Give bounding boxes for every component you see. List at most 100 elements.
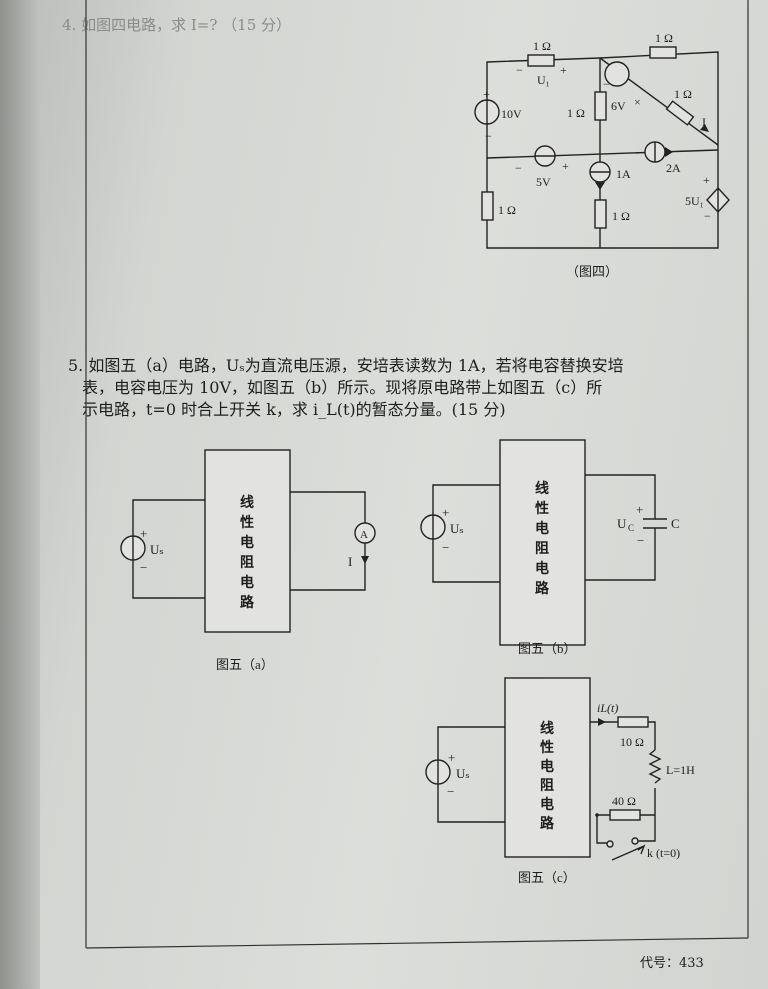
- resistor-top-left: [527, 54, 555, 67]
- label-r-diagonal: 1 Ω: [674, 87, 692, 101]
- label-u1-plus: +: [560, 63, 567, 77]
- box-char: 电: [540, 758, 554, 775]
- inductor-icon: [648, 749, 662, 784]
- label-dependent-minus: −: [704, 209, 711, 223]
- box-char: 性: [240, 514, 254, 531]
- ammeter-icon: [354, 522, 376, 544]
- figure-5a-caption: 图五（a）: [216, 657, 274, 672]
- label-current-i: I: [702, 115, 706, 129]
- label-minus: −: [442, 540, 449, 555]
- question-5-line-3: 示电路，t=0 时合上开关 k，求 i_L(t)的暂态分量。(15 分): [82, 400, 506, 419]
- box-char: 路: [535, 580, 550, 597]
- label-plus: +: [140, 526, 147, 541]
- figure-4-circuit: 1 Ω 1 Ω − U₁ + + 10V − 1 Ω 6V − × 1 Ω I …: [474, 31, 730, 279]
- linear-resistive-network-box: [504, 677, 591, 858]
- label-dependent-source: 5U₁: [685, 194, 704, 208]
- box-char: 线: [535, 480, 549, 497]
- label-r-bottom-left: 1 Ω: [498, 203, 516, 217]
- resistor-diagonal: [665, 100, 695, 126]
- label-5v-plus: +: [562, 159, 569, 173]
- label-10v-plus: +: [483, 87, 490, 101]
- question-5-text-1: 如图五（a）电路，Uₛ为直流电压源，安培表读数为 1A，若将电容替换安培: [88, 356, 624, 375]
- box-char: 电: [535, 520, 549, 537]
- linear-resistive-network-box: [499, 439, 586, 646]
- box-char: 线: [540, 720, 554, 737]
- label-u1: U₁: [537, 73, 550, 87]
- resistor-10-ohm: [617, 716, 649, 728]
- figure-5a-circuit: + Uₛ − A I 线 性 电 阻 电 路 图五（a）: [120, 449, 376, 672]
- linear-resistive-network-box: [204, 449, 291, 633]
- arrow-right-icon: [665, 147, 673, 157]
- label-2a: 2A: [666, 161, 681, 175]
- resistor-bottom-middle: [594, 199, 607, 229]
- box-char: 线: [240, 494, 254, 511]
- arrow-down-icon: [595, 182, 605, 190]
- resistor-40-ohm: [609, 809, 641, 821]
- node-dot: [595, 813, 599, 817]
- question-5: 5. 如图五（a）电路，Uₛ为直流电压源，安培表读数为 1A，若将电容替换安培 …: [68, 355, 748, 421]
- label-10v-minus: −: [485, 129, 492, 143]
- label-cap-minus: −: [637, 533, 644, 548]
- box-char: 阻: [240, 555, 254, 571]
- question-4-number: 4.: [62, 16, 77, 34]
- label-6v: 6V: [611, 99, 626, 113]
- box-text: 线 性 电 阻 电 路: [240, 494, 255, 611]
- box-char: 路: [240, 594, 255, 611]
- label-uc: U: [617, 516, 627, 531]
- box-char: 性: [540, 739, 554, 756]
- label-plus: +: [442, 505, 449, 520]
- box-text: 线 性 电 阻 电 路: [535, 480, 550, 597]
- wire-right: [290, 491, 366, 591]
- label-r-top-left: 1 Ω: [533, 39, 551, 53]
- label-r-bottom-middle: 1 Ω: [612, 209, 630, 223]
- question-5-line-2: 表，电容电压为 10V，如图五（b）所示。现将原电路带上如图五（c）所: [82, 378, 603, 397]
- resistor-bottom-left: [481, 191, 494, 221]
- label-uc-subscript: C: [628, 523, 634, 533]
- label-switch: k (t=0): [647, 846, 680, 860]
- label-us: Uₛ: [450, 521, 464, 536]
- label-cap-plus: +: [636, 502, 643, 517]
- box-char: 电: [240, 534, 254, 551]
- question-5-number: 5.: [68, 356, 84, 375]
- question-4: 4. 如图四电路，求 I=? （15 分）: [62, 14, 291, 36]
- label-il: iL(t): [597, 701, 618, 715]
- label-ammeter: A: [360, 529, 368, 541]
- label-6v-plus: ×: [634, 95, 641, 109]
- label-plus: +: [448, 750, 455, 765]
- label-5v-minus: −: [515, 161, 522, 175]
- box-char: 路: [540, 815, 555, 832]
- figure-5c-caption: 图五（c）: [518, 870, 576, 885]
- label-current: I: [348, 554, 352, 569]
- figure-4-caption: （图四）: [566, 264, 618, 279]
- page-edge-shadow: [0, 0, 40, 989]
- voltage-source-6v-icon: [604, 61, 630, 87]
- box-char: 电: [240, 574, 254, 591]
- box-text: 线 性 电 阻 电 路: [540, 720, 555, 832]
- arrow-down-icon: [361, 556, 369, 564]
- label-minus: −: [140, 560, 147, 575]
- figure-5b-caption: 图五（b）: [518, 641, 577, 656]
- label-40-ohm: 40 Ω: [612, 794, 636, 808]
- label-u1-minus: −: [516, 63, 523, 77]
- exam-code: 代号：433: [640, 956, 704, 971]
- label-us: Uₛ: [456, 766, 470, 781]
- box-char: 阻: [535, 541, 549, 557]
- figure-5c-circuit: + Uₛ − iL(t) 10 Ω L=1H 40 Ω k (t=0) 线 性 …: [425, 677, 695, 885]
- current-arrow-icon: [598, 718, 606, 726]
- question-4-text: 如图四电路，求 I=? （15 分）: [81, 16, 292, 34]
- wire-middle: [486, 149, 719, 159]
- label-10-ohm: 10 Ω: [620, 735, 644, 749]
- label-r-middle: 1 Ω: [567, 106, 585, 120]
- label-1a: 1A: [616, 167, 631, 181]
- switch-contact: [606, 840, 614, 848]
- label-10v: 10V: [501, 107, 522, 121]
- label-us: Uₛ: [150, 542, 164, 557]
- switch-contact: [631, 837, 639, 845]
- box-char: 阻: [540, 778, 554, 794]
- page-border-bottom: [85, 937, 749, 949]
- switch-k-icon[interactable]: [611, 844, 646, 861]
- box-char: 电: [540, 796, 554, 813]
- label-inductor: L=1H: [666, 763, 695, 777]
- label-5v: 5V: [536, 175, 551, 189]
